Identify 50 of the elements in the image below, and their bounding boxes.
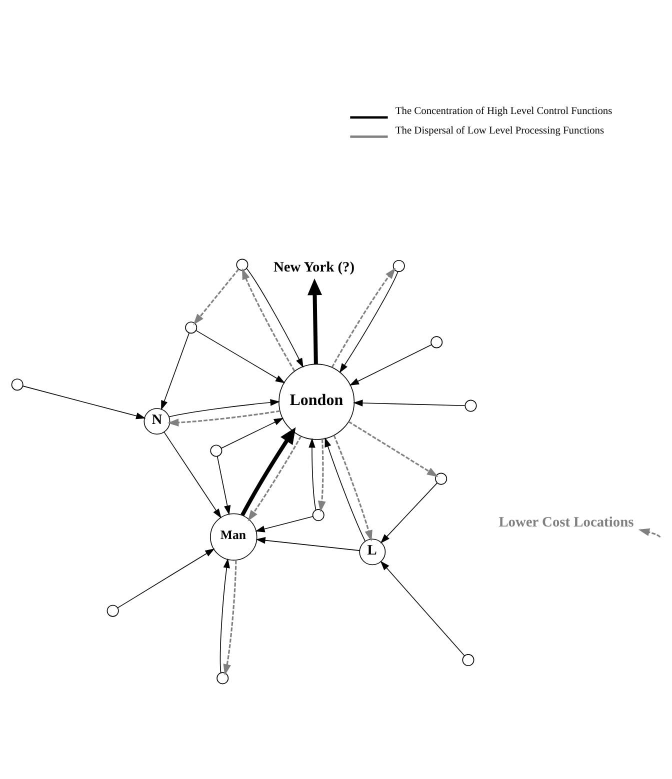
arrow [324,436,366,542]
arrow [638,528,661,538]
arrow [255,516,314,532]
arrow [167,410,280,426]
node-circle [236,258,248,270]
node-circle: L [359,538,386,565]
arrow [242,268,296,371]
node-circle [210,444,222,456]
arrow [380,560,465,656]
node-circle [312,508,324,521]
arrow [196,330,286,383]
arrow [348,420,438,477]
arrow [161,332,190,410]
node-circle [216,672,229,684]
node-circle [464,399,477,412]
node-text: Lower Cost Locations [498,514,634,530]
node-circle: N [144,408,170,434]
arrow [223,560,237,675]
arrow [349,344,432,386]
node-circle [11,378,24,390]
node-circle [392,259,405,272]
arrow [164,431,222,518]
arrow [220,417,284,448]
arrow [308,438,316,510]
arrow [353,399,466,406]
arrow [22,385,146,419]
arrow [318,438,326,512]
arrow [339,270,398,373]
node-circle [185,321,198,334]
arrow [331,267,396,368]
arrow [240,426,296,516]
legend-label: The Dispersal of Low Level Processing Functions [395,124,604,136]
arrow [168,398,280,417]
node-circle: Man [210,512,258,560]
arrow [308,278,322,364]
node-circle [430,336,443,348]
node-circle [462,654,474,666]
arrow [333,434,372,541]
arrow [220,558,230,673]
arrow [256,536,360,550]
arrow [216,456,231,515]
node-circle [106,604,119,616]
arrow [246,268,304,368]
arrow [117,548,215,608]
legend-label: The Concentration of High Level Control Functions [395,106,612,117]
arrow [248,435,302,521]
node-text: New York (?) [273,259,355,276]
node-circle [435,472,448,484]
arrow [380,482,438,543]
arrow [193,268,240,324]
